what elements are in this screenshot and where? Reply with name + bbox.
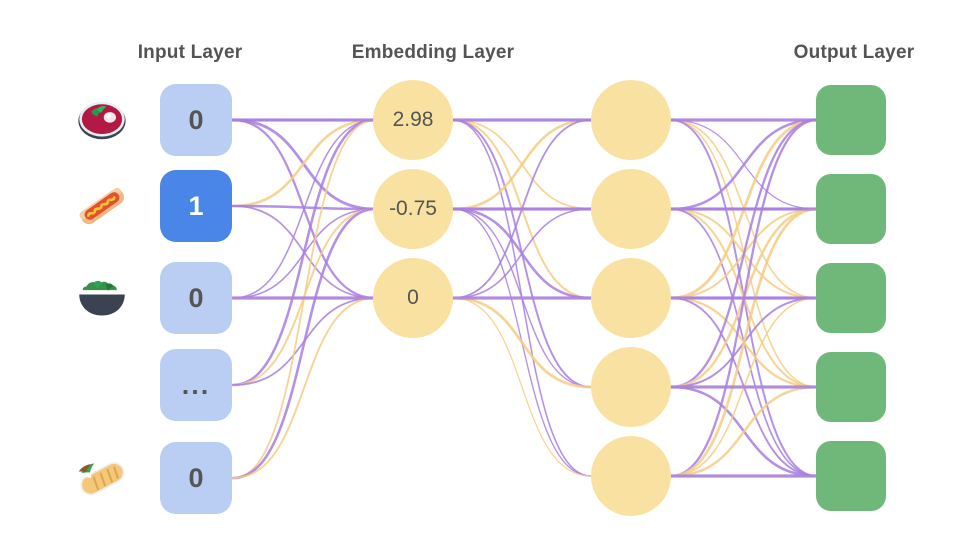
connection-edge	[231, 118, 377, 300]
meat-bowl-icon	[74, 92, 130, 148]
connection-edge	[232, 208, 376, 299]
output-node-5[interactable]	[816, 441, 886, 511]
connection-edge	[669, 207, 819, 389]
burrito-icon	[74, 450, 130, 506]
output-node-3[interactable]	[816, 263, 886, 333]
connection-edge	[231, 204, 377, 211]
connection-edge	[452, 119, 592, 477]
input-node-value: 0	[188, 104, 204, 135]
connection-edge	[669, 118, 819, 211]
hidden-node-2[interactable]	[591, 169, 671, 249]
connection-edge	[669, 118, 819, 478]
connection-edge	[231, 207, 377, 480]
connection-edge	[232, 119, 376, 299]
input-node-value: 1	[188, 190, 204, 221]
embedding-node-1[interactable]: 2.98	[373, 80, 453, 160]
connection-edge	[232, 119, 376, 479]
input-node-2[interactable]: 1	[160, 170, 232, 242]
connection-edge	[452, 297, 592, 477]
hidden-node-1[interactable]	[591, 80, 671, 160]
input-node-5[interactable]: 0	[160, 442, 232, 514]
embedding-node-value: -0.75	[389, 197, 437, 220]
input-node-value: 0	[188, 282, 204, 313]
connection-edge	[452, 208, 592, 299]
connection-edge	[669, 385, 819, 478]
connection-edge	[232, 297, 376, 386]
connection-edge	[670, 119, 818, 210]
hot-dog-icon	[74, 178, 130, 234]
connection-edge	[669, 207, 819, 478]
connection-edge	[451, 118, 593, 211]
connection-edge	[452, 208, 592, 477]
input-node-3[interactable]: 0	[160, 262, 232, 334]
connection-edge	[670, 208, 818, 477]
output-node-4[interactable]	[816, 352, 886, 422]
connection-edge	[451, 207, 593, 300]
connection-edge	[232, 208, 376, 386]
embedding-node-3[interactable]: 0	[373, 258, 453, 338]
connection-edge	[670, 297, 818, 477]
connection-edge	[452, 119, 592, 210]
connection-edge	[451, 296, 593, 389]
connection-edge	[670, 297, 818, 388]
connection-edge	[670, 119, 818, 388]
connection-edge	[452, 119, 592, 388]
connection-edge	[670, 119, 818, 299]
input-node-value: 0	[188, 462, 204, 493]
connection-edge	[669, 207, 819, 300]
green-salad-icon	[74, 270, 130, 326]
connection-edge	[232, 205, 376, 299]
connection-edge	[670, 119, 818, 477]
connection-edge	[669, 385, 819, 478]
embedding-node-2[interactable]: -0.75	[373, 169, 453, 249]
connection-edge	[231, 118, 377, 387]
embedding-node-value: 0	[407, 286, 419, 309]
connection-edge	[452, 208, 592, 388]
layer-title-output-layer: Output Layer	[793, 42, 915, 63]
input-node-value: ...	[181, 369, 211, 400]
connection-edge	[669, 296, 819, 389]
connection-edge	[669, 118, 819, 389]
hidden-node-3[interactable]	[591, 258, 671, 338]
connection-edge	[669, 207, 819, 389]
layer-title-input-layer: Input Layer	[137, 42, 243, 63]
connection-edge	[231, 118, 377, 208]
input-node-1[interactable]: 0	[160, 84, 232, 156]
connection-edge	[452, 119, 592, 299]
connection-edge	[669, 207, 819, 300]
connection-edge	[232, 297, 376, 479]
hidden-node-4[interactable]	[591, 347, 671, 427]
output-node-2[interactable]	[816, 174, 886, 244]
layer-title-embedding-layer: Embedding Layer	[351, 42, 515, 63]
hidden-node-5[interactable]	[591, 436, 671, 516]
connection-edge	[451, 118, 593, 300]
output-node-1[interactable]	[816, 85, 886, 155]
embedding-node-value: 2.98	[392, 108, 434, 131]
connection-edge	[669, 118, 819, 300]
connection-edge	[231, 118, 377, 211]
connection-edge	[670, 297, 818, 477]
input-node-4[interactable]: ...	[160, 349, 232, 421]
